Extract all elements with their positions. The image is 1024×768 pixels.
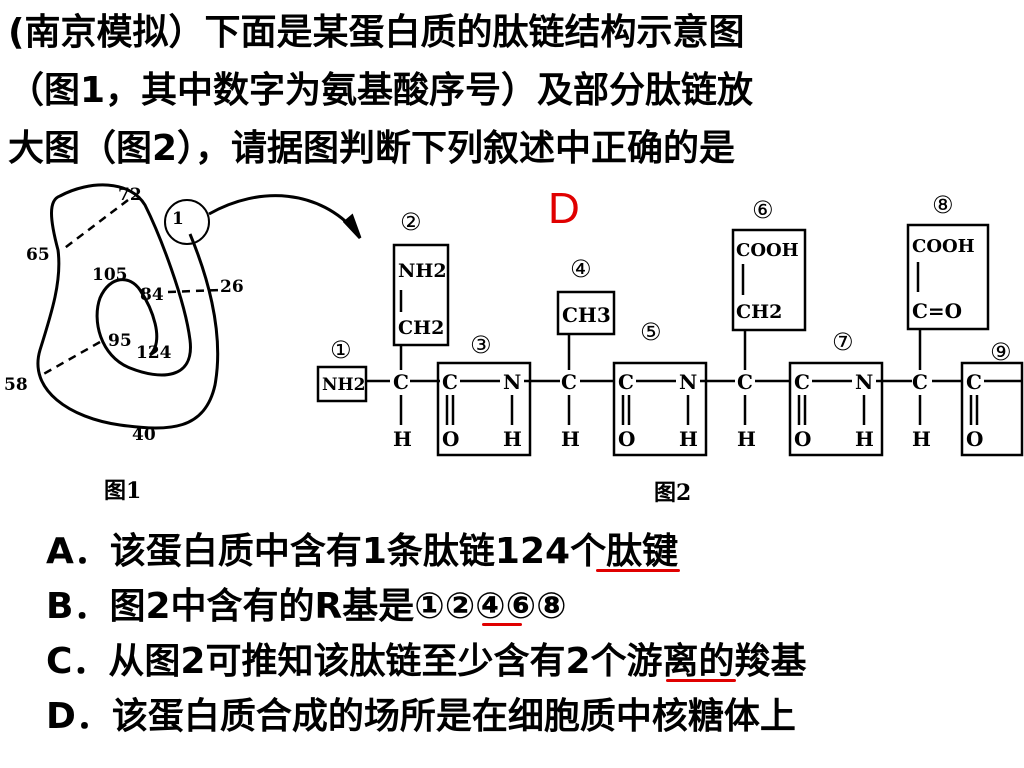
svg-text:H: H [503, 427, 522, 451]
residue-1: 1 [172, 209, 184, 229]
residue-40: 40 [132, 425, 156, 445]
n-terminus-nh2: NH2 [322, 375, 365, 395]
r-group-ch3: CH3 [562, 303, 611, 327]
svg-text:O: O [442, 427, 459, 451]
svg-text:C: C [618, 370, 634, 394]
residue-58: 58 [4, 375, 28, 395]
label-circled-5: ⑤ [640, 318, 662, 346]
underline-c [666, 679, 736, 682]
svg-text:C: C [912, 370, 928, 394]
svg-text:O: O [966, 427, 983, 451]
box-1 [316, 365, 368, 403]
option-a-post: 肽键 [606, 531, 679, 572]
svg-text:O: O [618, 427, 635, 451]
option-b[interactable]: B．图2中含有的R基是①②④⑥⑧ [46, 583, 1016, 631]
option-c[interactable]: C．从图2可推知该肽链至少含有2个游离的羧基 [46, 638, 1016, 686]
figure1 [36, 183, 362, 430]
figure-diagram: 72 1 65 105 84 26 95 124 58 40 图1 [4, 183, 1024, 506]
figure2-caption: 图2 [654, 480, 691, 506]
r-group-c-double-o: C=O [912, 299, 962, 323]
box-3 [436, 361, 532, 457]
peptide-chain-curve [36, 183, 220, 430]
label-circled-2: ② [400, 208, 422, 236]
svg-text:C: C [794, 370, 810, 394]
option-b-marked: ① [414, 586, 445, 627]
r-group-ch2-a: CH2 [398, 317, 444, 339]
r-group-nh2: NH2 [398, 260, 447, 282]
underline-b [482, 623, 522, 626]
option-d[interactable]: D．该蛋白质合成的场所是在细胞质中核糖体上 [46, 696, 796, 737]
option-c-marked: 2个 [565, 641, 627, 682]
zoom-arrowhead [342, 213, 362, 240]
svg-text:H: H [855, 427, 874, 451]
svg-text:N: N [503, 370, 521, 394]
answer-mark: D [548, 184, 580, 233]
residue-84: 84 [140, 285, 164, 305]
figure2: ① ② ③ ④ ⑤ ⑥ ⑦ ⑧ ⑨ NH2 NH2 CH2 CH3 COOH C… [316, 191, 1024, 506]
label-circled-7: ⑦ [832, 328, 854, 356]
box-6 [731, 228, 807, 332]
svg-text:H: H [912, 427, 931, 451]
box-2 [392, 243, 450, 347]
box-5 [612, 361, 708, 457]
box-9 [960, 361, 1024, 457]
box-8 [906, 223, 990, 331]
svg-text:C: C [393, 370, 409, 394]
figure1-labels: 72 1 65 105 84 26 95 124 58 40 图1 [4, 185, 244, 504]
svg-text:O: O [794, 427, 811, 451]
r-group-cooh-6: COOH [736, 240, 799, 261]
svg-text:H: H [737, 427, 756, 451]
box-7 [788, 361, 884, 457]
label-circled-4: ④ [570, 255, 592, 283]
disulfide-95-58 [39, 340, 101, 378]
label-circled-9: ⑨ [990, 338, 1012, 366]
question-line-3: 大图（图2），请据图判断下列叙述中正确的是 [8, 128, 736, 169]
disulfide-84-26 [167, 288, 221, 294]
option-c-pre: C．从图2可推知该肽链至少含有 [46, 641, 566, 682]
svg-text:C: C [442, 370, 458, 394]
option-b-pre: B．图2中含有的R基是 [46, 586, 415, 627]
residue-72: 72 [118, 185, 142, 205]
residue-124: 124 [136, 343, 172, 363]
residue-95: 95 [108, 331, 132, 351]
svg-text:H: H [393, 427, 412, 451]
r-group-ch2-b: CH2 [736, 301, 782, 323]
label-circled-8: ⑧ [932, 191, 954, 219]
question-line-1: (南京模拟）下面是某蛋白质的肽链结构示意图 [8, 12, 745, 53]
svg-text:H: H [679, 427, 698, 451]
label-circled-3: ③ [470, 331, 492, 359]
residue-26: 26 [220, 277, 244, 297]
option-a-pre: A．该蛋白质中含有1条肽链 [46, 531, 495, 572]
underline-a [596, 569, 680, 572]
disulfide-72-65 [61, 199, 129, 251]
residue-105: 105 [92, 265, 128, 285]
svg-text:N: N [855, 370, 873, 394]
option-b-post: ②④⑥⑧ [444, 586, 567, 627]
residue-65: 65 [26, 245, 50, 265]
option-a[interactable]: A．该蛋白质中含有1条肽链124个肽键 [46, 528, 1016, 576]
figure1-caption: 图1 [104, 478, 141, 504]
svg-text:C: C [966, 370, 982, 394]
option-a-marked: 124个 [494, 531, 607, 572]
r-group-cooh-8: COOH [912, 236, 975, 257]
option-c-post: 游离的羧基 [626, 641, 807, 682]
question-line-2: （图1，其中数字为氨基酸序号）及部分肽链放 [8, 70, 754, 111]
label-circled-1: ① [330, 336, 352, 364]
label-circled-6: ⑥ [752, 196, 774, 224]
svg-text:H: H [561, 427, 580, 451]
svg-text:C: C [737, 370, 753, 394]
zoom-arrow [208, 194, 358, 233]
svg-text:N: N [679, 370, 697, 394]
box-4 [556, 290, 616, 336]
svg-text:C: C [561, 370, 577, 394]
n-terminal-circle [164, 199, 210, 245]
